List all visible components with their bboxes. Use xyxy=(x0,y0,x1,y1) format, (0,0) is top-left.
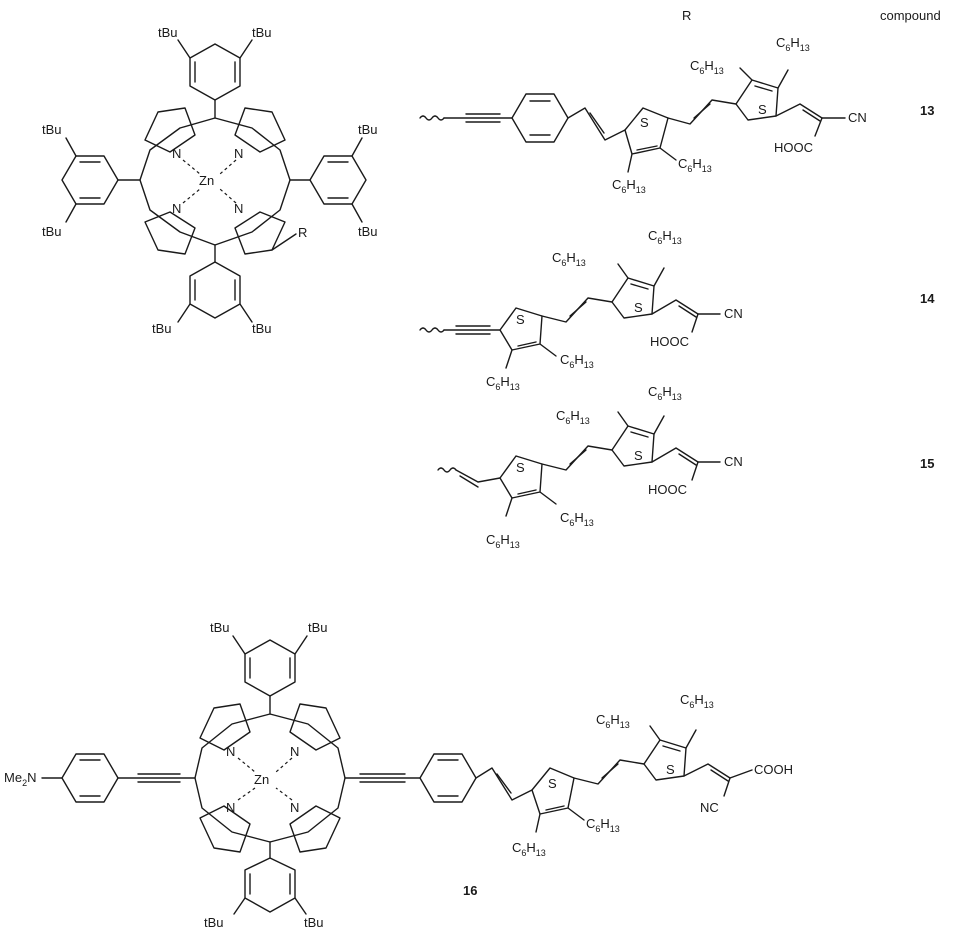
pyrrole-ring xyxy=(234,107,286,153)
hexyl-label: C6H13 xyxy=(486,532,520,550)
hexyl-label: C6H13 xyxy=(776,35,810,53)
carboxylic-acid-label: HOOC xyxy=(650,334,689,349)
hexyl-label: C6H13 xyxy=(690,58,724,76)
tbu-label: tBu xyxy=(42,224,62,239)
substituent-13: S C6H13 C6H13 S C6H13 C6H13 CN HOOC xyxy=(419,35,867,195)
carboxylic-acid-label: HOOC xyxy=(774,140,813,155)
thiophene-ring xyxy=(611,277,655,319)
zinc-label: Zn xyxy=(254,772,269,787)
header-r: R xyxy=(682,8,691,23)
r-substituent-label: R xyxy=(298,225,307,240)
sulfur-label: S xyxy=(634,448,643,463)
sulfur-label: S xyxy=(640,115,649,130)
hexyl-label: C6H13 xyxy=(648,384,682,402)
hexyl-label: C6H13 xyxy=(680,692,714,710)
sulfur-label: S xyxy=(666,762,675,777)
pyrrole-ring xyxy=(234,211,286,255)
pyrrole-ring xyxy=(289,703,341,751)
sulfur-label: S xyxy=(548,776,557,791)
sulfur-label: S xyxy=(758,102,767,117)
hexyl-label: C6H13 xyxy=(556,408,590,426)
cyano-label: NC xyxy=(700,800,719,815)
nitrogen-label: N xyxy=(226,744,235,759)
sulfur-label: S xyxy=(516,460,525,475)
tbu-label: tBu xyxy=(252,25,272,40)
hexyl-label: C6H13 xyxy=(512,840,546,858)
nitrogen-label: N xyxy=(234,146,243,161)
pyrrole-ring xyxy=(289,805,341,853)
header-compound: compound xyxy=(880,8,941,23)
nitrogen-label: N xyxy=(290,800,299,815)
sulfur-label: S xyxy=(634,300,643,315)
thiophene-ring xyxy=(735,79,779,121)
tbu-label: tBu xyxy=(158,25,178,40)
zinc-label: Zn xyxy=(199,173,214,188)
nitrogen-label: N xyxy=(172,146,181,161)
compound-number-14: 14 xyxy=(920,291,935,306)
nitrogen-label: N xyxy=(172,201,181,216)
tbu-label: tBu xyxy=(204,915,224,930)
tbu-label: tBu xyxy=(210,620,230,635)
tbu-label: tBu xyxy=(358,224,378,239)
aryl-ring-bottom xyxy=(244,857,296,913)
compound-number-16: 16 xyxy=(463,883,477,898)
pyrrole-ring xyxy=(144,107,196,153)
carboxylic-acid-label: HOOC xyxy=(648,482,687,497)
substituent-15: S C6H13 C6H13 S C6H13 C6H13 CN HOOC xyxy=(437,384,743,550)
aryl-ring-top xyxy=(244,639,296,697)
thiophene-ring xyxy=(499,455,543,499)
compound-16-structure: Me2N tBu tBu N N N N Zn xyxy=(4,620,793,930)
phenyl-ring xyxy=(61,753,119,803)
aryl-ring-bottom xyxy=(189,261,241,319)
cyano-label: CN xyxy=(724,454,743,469)
hexyl-label: C6H13 xyxy=(678,156,712,174)
hexyl-label: C6H13 xyxy=(486,374,520,392)
hexyl-label: C6H13 xyxy=(648,228,682,246)
hexyl-label: C6H13 xyxy=(552,250,586,268)
porphyrin-general-structure: tBu tBu N N N N Zn tBu tBu tBu xyxy=(42,25,378,336)
aryl-ring-top xyxy=(189,43,241,101)
cyano-label: CN xyxy=(724,306,743,321)
hexyl-label: C6H13 xyxy=(560,352,594,370)
thiophene-ring xyxy=(643,739,687,781)
thiophene-ring xyxy=(611,425,655,467)
pyrrole-ring xyxy=(199,805,251,853)
hexyl-label: C6H13 xyxy=(612,177,646,195)
phenyl-ring xyxy=(419,753,477,803)
nitrogen-label: N xyxy=(234,201,243,216)
hexyl-label: C6H13 xyxy=(586,816,620,834)
cyano-label: CN xyxy=(848,110,867,125)
compound-number-15: 15 xyxy=(920,456,934,471)
tbu-label: tBu xyxy=(304,915,324,930)
pyrrole-ring xyxy=(199,703,251,751)
tbu-label: tBu xyxy=(42,122,62,137)
aryl-ring-right xyxy=(309,155,367,205)
pyrrole-ring xyxy=(144,211,196,255)
tbu-label: tBu xyxy=(358,122,378,137)
tbu-label: tBu xyxy=(252,321,272,336)
hexyl-label: C6H13 xyxy=(596,712,630,730)
thiophene-ring xyxy=(624,107,669,155)
thiophene-ring xyxy=(531,767,575,815)
nitrogen-label: N xyxy=(226,800,235,815)
substituent-14: S C6H13 C6H13 S C6H13 C6H13 CN HOOC xyxy=(419,228,743,392)
compound-number-13: 13 xyxy=(920,103,934,118)
tbu-label: tBu xyxy=(152,321,172,336)
carboxylic-acid-label: COOH xyxy=(754,762,793,777)
aryl-ring-left xyxy=(61,155,119,205)
hexyl-label: C6H13 xyxy=(560,510,594,528)
sulfur-label: S xyxy=(516,312,525,327)
dimethylamino-label: Me2N xyxy=(4,770,36,788)
tbu-label: tBu xyxy=(308,620,328,635)
thiophene-ring xyxy=(499,307,543,351)
nitrogen-label: N xyxy=(290,744,299,759)
